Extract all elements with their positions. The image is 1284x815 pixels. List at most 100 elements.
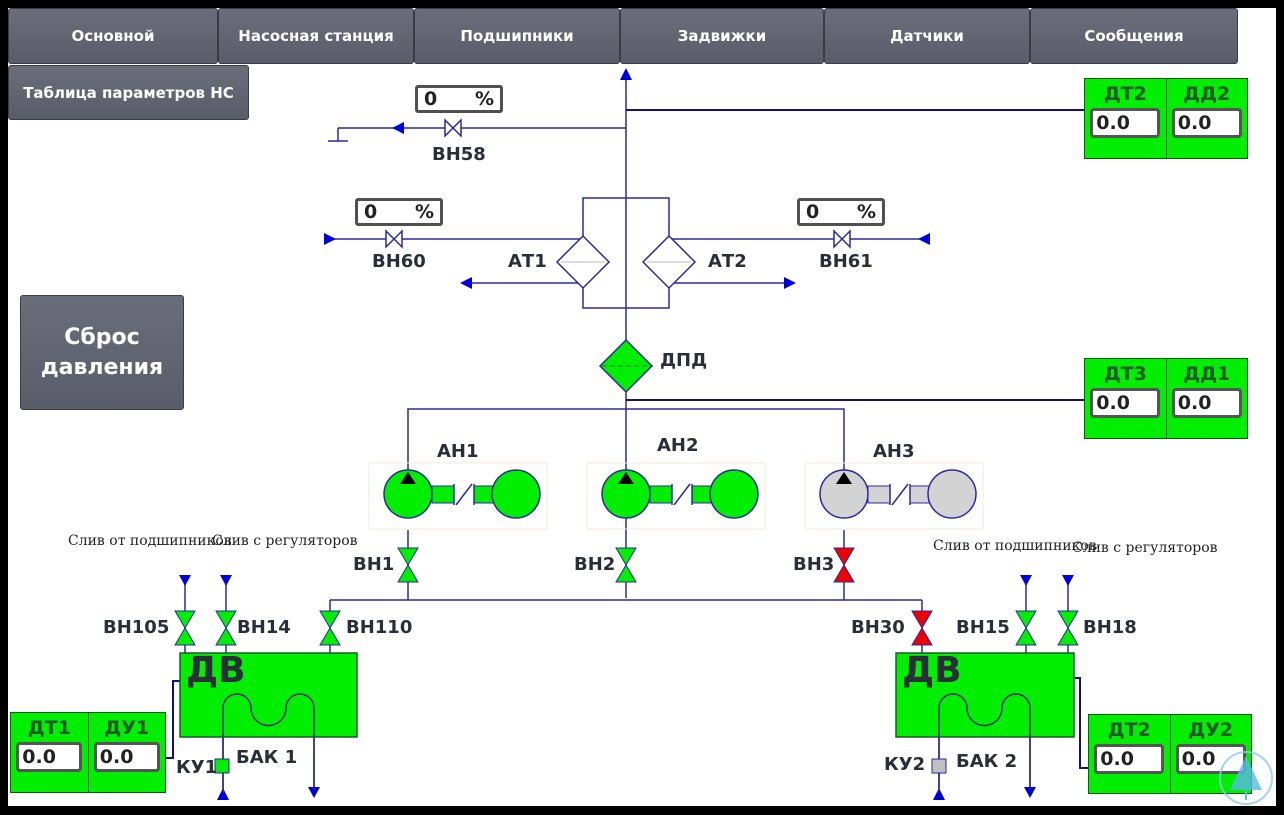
- sensor-dd2: ДД2 0.0: [1165, 79, 1248, 158]
- tab-bearings[interactable]: Подшипники: [414, 8, 620, 64]
- vn60-unit: %: [414, 201, 434, 223]
- valve-vn105-icon[interactable]: [174, 610, 196, 646]
- params-table-button[interactable]: Таблица параметров НС: [8, 65, 249, 120]
- vn58-unit: %: [474, 88, 494, 110]
- sensor-value-field: 0.0: [1171, 388, 1242, 418]
- tank1-label: БАК 1: [236, 747, 298, 768]
- arrow-right-icon: [324, 233, 336, 245]
- sensor-label: ДД2: [1183, 83, 1231, 105]
- valve-vn110-icon[interactable]: [319, 610, 341, 646]
- sensor-label: ДТ1: [27, 717, 71, 739]
- pump-3-icon[interactable]: [804, 462, 984, 530]
- vn105-label: ВН105: [103, 617, 170, 638]
- tank2-motor-label: ДВ: [902, 650, 962, 691]
- vn58-value: 0: [424, 88, 438, 110]
- sensor-value-field: 0.0: [1090, 388, 1161, 418]
- sensor-du2: ДУ2 0.0: [1169, 715, 1252, 793]
- sensor-du1: ДУ1 0.0: [87, 713, 166, 792]
- pump-an1-label: АН1: [437, 441, 479, 462]
- arrow-down-icon: [179, 575, 191, 586]
- pump-1-icon[interactable]: [368, 462, 548, 530]
- sensor-label: ДТ2: [1107, 719, 1151, 741]
- vn61-unit: %: [856, 201, 876, 223]
- valve-vn3-icon[interactable]: [833, 547, 855, 583]
- watermark-logo-icon: [1219, 751, 1273, 805]
- drain-regulators-1-label: Слив с регуляторов: [212, 533, 358, 549]
- arrow-left-icon: [392, 122, 404, 134]
- sensor-panel-top: ДТ2 0.0 ДД2 0.0: [1084, 78, 1248, 159]
- vn1-label: ВН1: [353, 554, 395, 575]
- sensor-value-field: 0.0: [1090, 108, 1161, 138]
- vn60-value: 0: [364, 201, 378, 223]
- arrow-down-icon: [308, 787, 320, 798]
- sensor-panel-middle: ДТ3 0.0 ДД1 0.0: [1084, 358, 1248, 439]
- ku2-level-switch-icon: [931, 758, 947, 774]
- valve-vn1-icon[interactable]: [397, 547, 419, 583]
- tank2-motor-body: [895, 652, 1075, 738]
- sensor-value-field: 0.0: [1175, 744, 1246, 774]
- ku2-label: КУ2: [884, 754, 926, 775]
- tank2-coil: [938, 693, 1031, 793]
- vn61-label: ВН61: [819, 251, 873, 272]
- arrow-left-icon: [918, 233, 930, 245]
- drain-bearings-1-label: Слив от подшипников: [68, 533, 232, 549]
- tank1-motor-label: ДВ: [186, 650, 246, 691]
- valve-vn18-icon[interactable]: [1057, 610, 1079, 646]
- vn61-value: 0: [806, 201, 820, 223]
- valve-vn15-icon[interactable]: [1015, 610, 1037, 646]
- sensor-panel-tank1: ДТ1 0.0 ДУ1 0.0: [10, 712, 166, 793]
- ku1-level-switch-icon: [214, 758, 230, 774]
- sensor-label: ДУ2: [1188, 719, 1234, 741]
- sensor-value-field: 0.0: [1171, 108, 1242, 138]
- vn110-label: ВН110: [346, 617, 413, 638]
- tab-gate-valves[interactable]: Задвижки: [620, 8, 824, 64]
- vn61-position-display: 0 %: [797, 198, 885, 226]
- sensor-label: ДУ1: [104, 717, 150, 739]
- vn58-label: ВН58: [432, 144, 486, 165]
- sensor-dt1: ДТ1 0.0: [11, 713, 88, 792]
- tank2-label: БАК 2: [956, 751, 1018, 772]
- tab-sensors[interactable]: Датчики: [824, 8, 1030, 64]
- sensor-label: ДТ3: [1103, 363, 1147, 385]
- drain-regulators-2-label: Слив с регуляторов: [1072, 540, 1218, 556]
- arrow-up-icon: [217, 788, 229, 800]
- hmi-canvas: Основной Насосная станция Подшипники Зад…: [8, 8, 1276, 806]
- tank1-coil: [222, 693, 315, 793]
- reset-pressure-button[interactable]: Сброс давления: [20, 295, 184, 410]
- schematic: [166, 68, 1088, 800]
- tab-pump-station[interactable]: Насосная станция: [218, 8, 414, 64]
- valve-vn2-icon[interactable]: [615, 547, 637, 583]
- vn60-position-display: 0 %: [355, 198, 443, 226]
- sensor-dt2: ДТ2 0.0: [1085, 79, 1166, 158]
- sensor-value-field: 0.0: [16, 742, 83, 772]
- sensor-label: ДТ2: [1103, 83, 1147, 105]
- vn14-label: ВН14: [237, 617, 291, 638]
- at2-label: АТ2: [708, 251, 747, 272]
- arrow-right-icon: [784, 277, 796, 289]
- sensor-value-field: 0.0: [93, 742, 160, 772]
- valve-vn14-icon[interactable]: [215, 610, 237, 646]
- dpd-label: ДПД: [660, 350, 708, 371]
- valve-vn60-icon: [385, 229, 403, 249]
- arrow-left-icon: [460, 277, 472, 289]
- arrow-up-icon: [933, 788, 945, 800]
- tab-messages[interactable]: Сообщения: [1030, 8, 1238, 64]
- vn58-position-display: 0 %: [415, 85, 503, 113]
- sensor-dt3: ДТ3 0.0: [1085, 359, 1166, 438]
- tab-main[interactable]: Основной: [8, 8, 218, 64]
- vn60-label: ВН60: [372, 251, 426, 272]
- sensor-dd1: ДД1 0.0: [1165, 359, 1248, 438]
- arrow-down-icon: [220, 575, 232, 586]
- drain-bearings-2-label: Слив от подшипников: [933, 538, 1097, 554]
- sensor-panel-tank2: ДТ2 0.0 ДУ2 0.0: [1088, 714, 1252, 794]
- valve-vn30-icon[interactable]: [911, 610, 933, 646]
- pump-an3-label: АН3: [873, 441, 915, 462]
- vn3-label: ВН3: [793, 554, 835, 575]
- vn18-label: ВН18: [1083, 617, 1137, 638]
- arrow-up-icon: [620, 68, 632, 80]
- vn30-label: ВН30: [851, 617, 905, 638]
- arrow-down-icon: [1024, 787, 1036, 798]
- sensor-dt2-tank: ДТ2 0.0: [1089, 715, 1170, 793]
- pump-2-icon[interactable]: [586, 462, 766, 530]
- arrow-down-icon: [1062, 575, 1074, 586]
